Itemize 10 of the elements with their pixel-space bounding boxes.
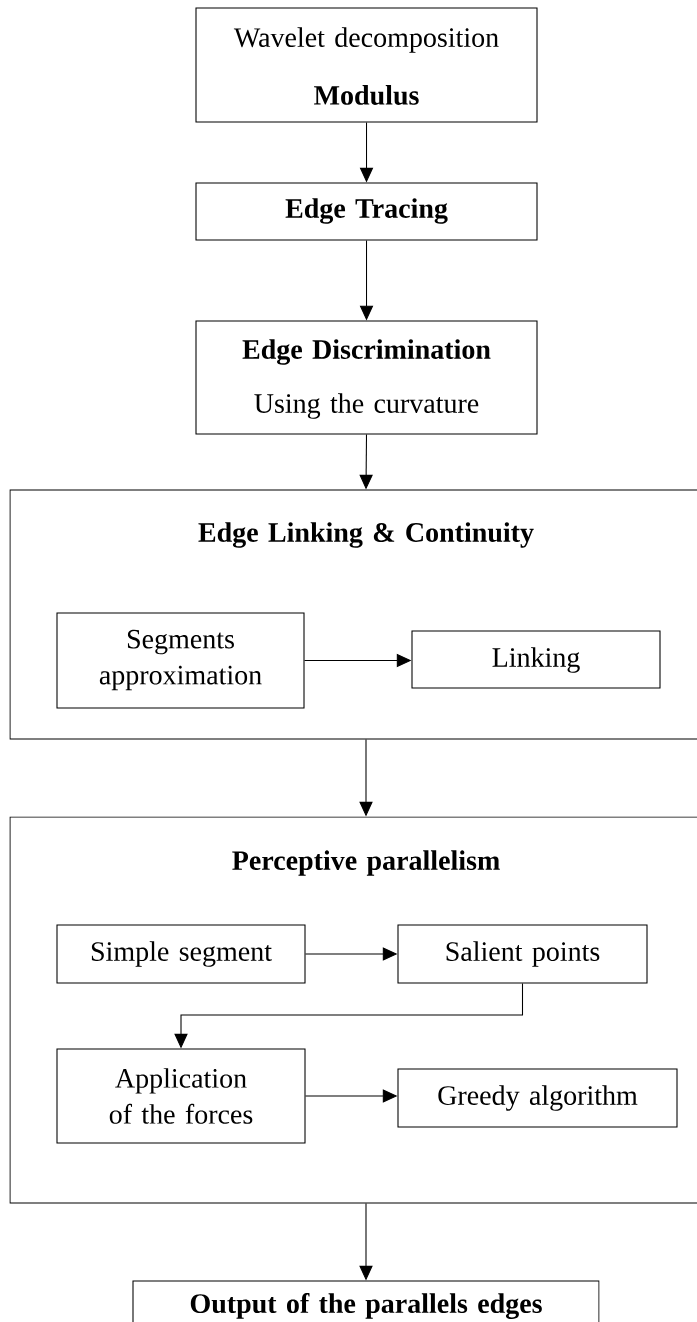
process-box: Greedy algorithm: [397, 1068, 678, 1128]
process-box: Segments approximation: [56, 612, 305, 709]
process-box: Wavelet decomposition Modulus: [195, 7, 538, 123]
process-box: Edge Tracing: [195, 182, 538, 241]
process-box: Simple segment: [56, 924, 306, 984]
process-box: Output of the parallels edges: [132, 1280, 600, 1322]
process-box: Salient points: [397, 924, 648, 984]
process-box: Edge Discrimination Using the curvature: [195, 320, 538, 435]
process-box: Application of the forces: [56, 1048, 306, 1144]
process-box: Linking: [411, 630, 661, 689]
